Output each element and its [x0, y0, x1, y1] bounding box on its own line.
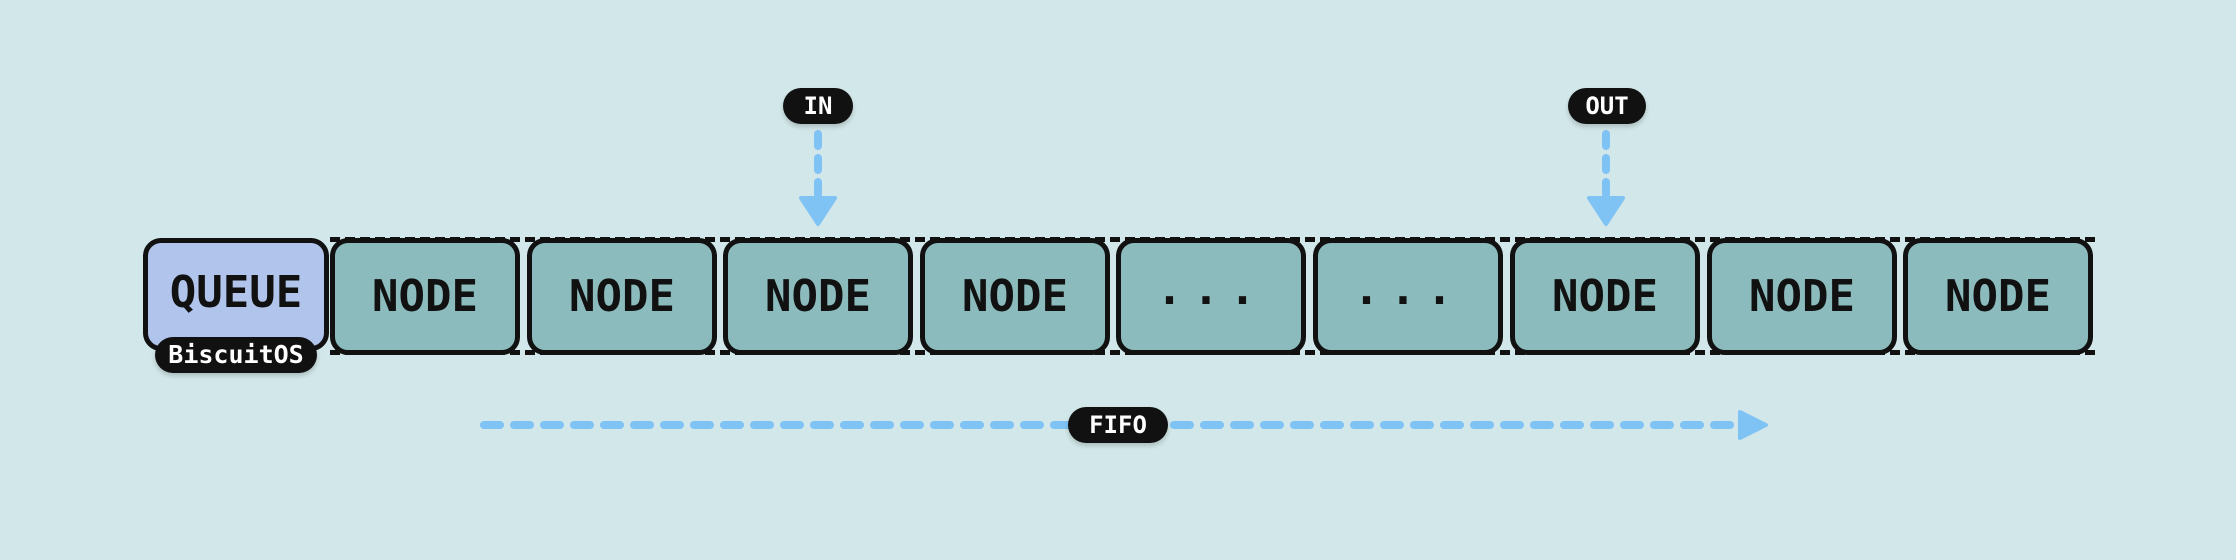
node-8: NODE — [1707, 238, 1897, 355]
node-4: NODE — [920, 238, 1110, 355]
node-7-out: NODE — [1510, 238, 1700, 355]
out-arrow — [1587, 130, 1625, 226]
ellipsis-label: ... — [1353, 263, 1463, 315]
node-label: NODE — [372, 270, 478, 322]
node-ellipsis-1: ... — [1116, 238, 1306, 355]
ellipsis-label: ... — [1156, 263, 1266, 315]
node-3-in: NODE — [723, 238, 913, 355]
node-label: NODE — [1945, 270, 2051, 322]
node-label: NODE — [1552, 270, 1658, 322]
node-9: NODE — [1903, 238, 2093, 355]
in-badge: IN — [783, 88, 853, 124]
in-arrow — [799, 130, 837, 226]
out-badge: OUT — [1568, 88, 1646, 124]
queue-label: QUEUE — [169, 266, 303, 318]
node-label: NODE — [962, 270, 1068, 322]
fifo-badge: FIFO — [1068, 407, 1168, 443]
node-ellipsis-2: ... — [1313, 238, 1503, 355]
node-1: NODE — [330, 238, 520, 355]
node-label: NODE — [1749, 270, 1855, 322]
node-label: NODE — [765, 270, 871, 322]
node-label: NODE — [569, 270, 675, 322]
brand-badge: BiscuitOS — [155, 337, 317, 373]
node-2: NODE — [527, 238, 717, 355]
